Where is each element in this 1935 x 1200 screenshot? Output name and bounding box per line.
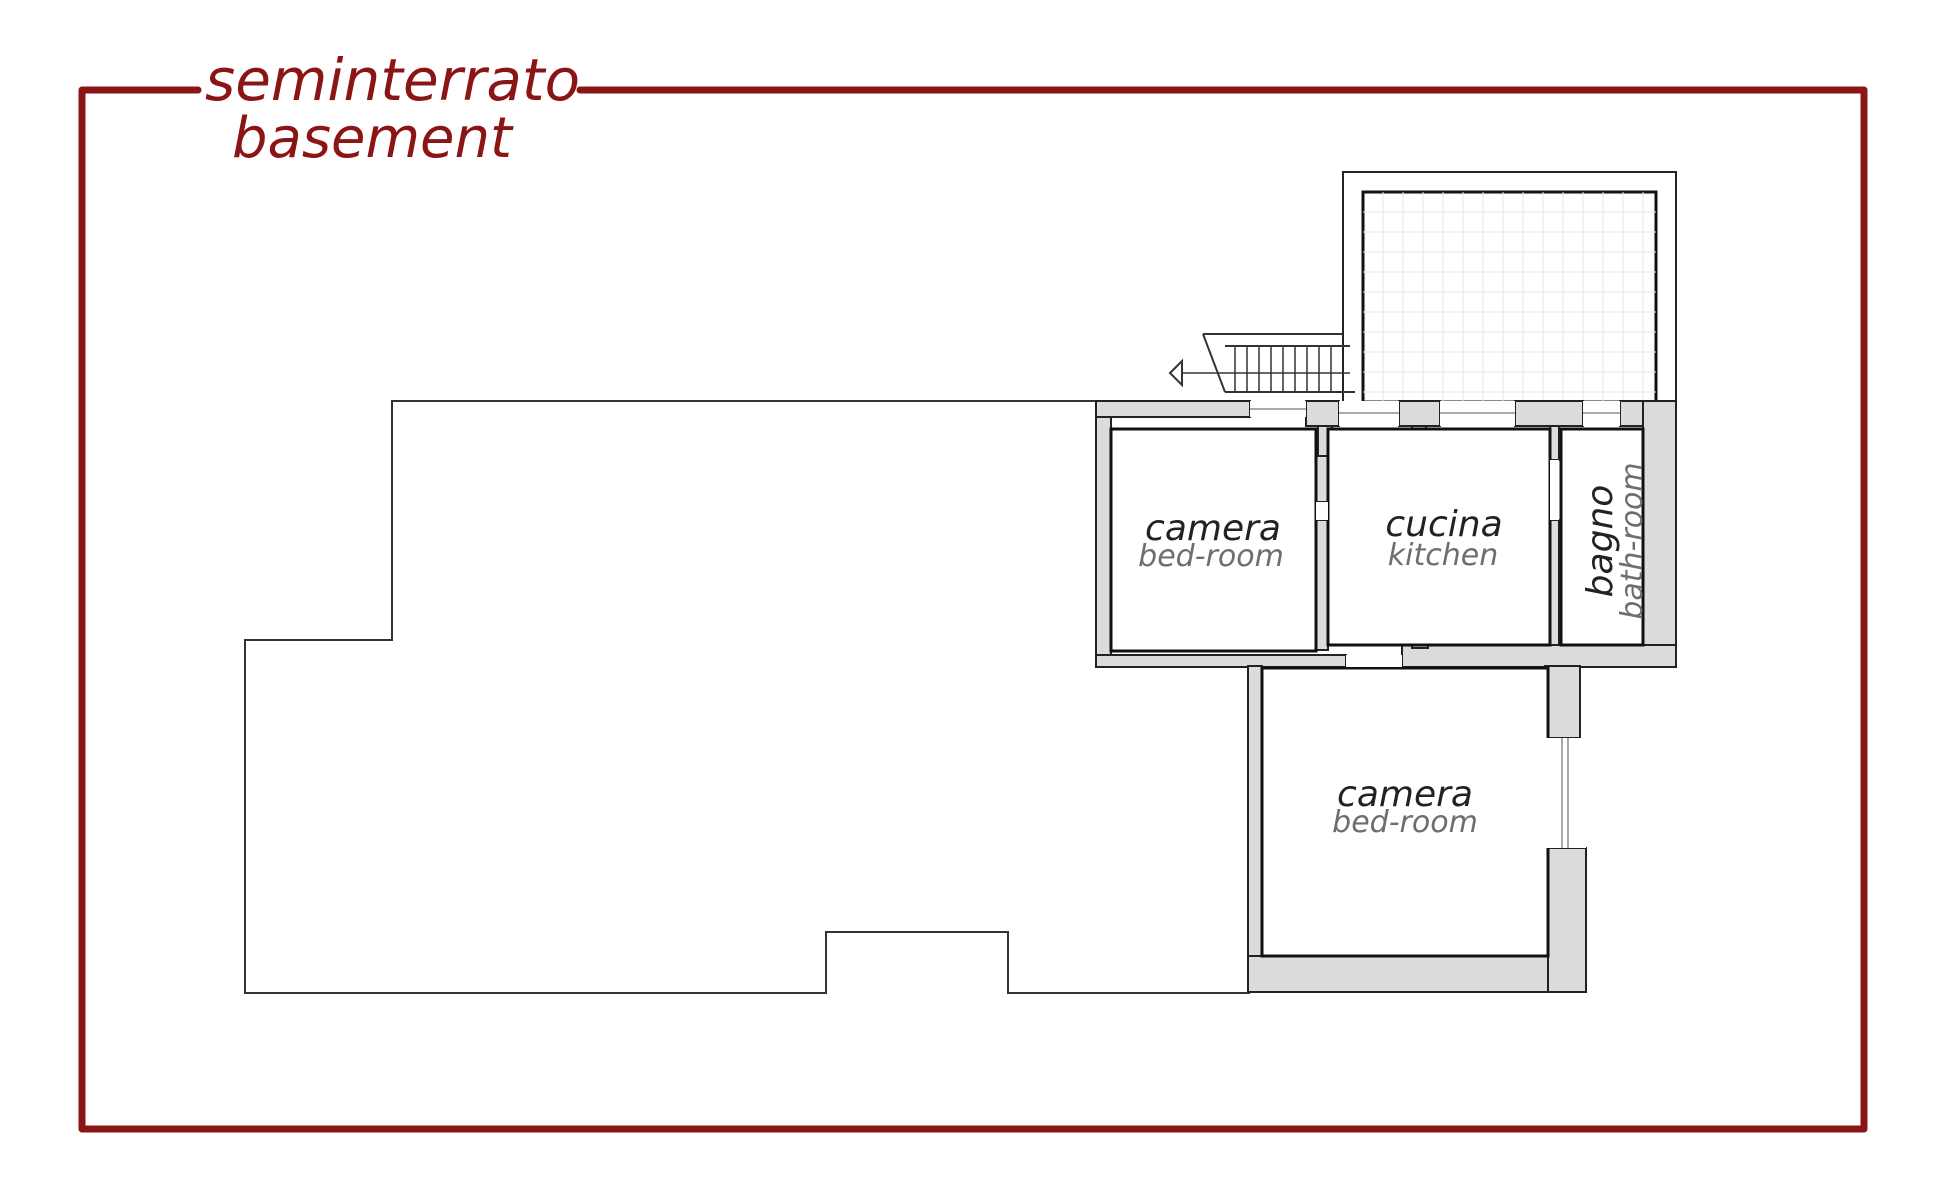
floor-title-english: basement (232, 106, 514, 171)
room-label-english: bed-room (1332, 805, 1478, 840)
walls (1095, 400, 1677, 993)
stairs (1180, 333, 1355, 393)
room-kitchen (1326, 427, 1552, 647)
window-lines (1250, 408, 1620, 848)
room-interiors (1109, 427, 1645, 958)
room-label-italian: camera (1337, 774, 1473, 815)
floor-title-italian: seminterrato (205, 46, 580, 114)
room-label-italian: camera (1145, 508, 1281, 549)
room-bedroom-2 (1260, 666, 1550, 958)
room-label-english: kitchen (1388, 538, 1498, 573)
arrow-left-icon (1168, 358, 1183, 388)
room-bedroom-1 (1109, 427, 1318, 653)
building-outline (244, 400, 1250, 994)
room-label-italian: bagno (1580, 485, 1621, 598)
room-label-english: bed-room (1138, 539, 1284, 574)
room-bathroom (1559, 427, 1645, 647)
page-frame (78, 86, 1868, 1133)
room-label-italian: cucina (1385, 504, 1502, 545)
terrace (1342, 171, 1677, 404)
room-label-english: bath-room (1615, 462, 1650, 619)
openings (1250, 401, 1620, 848)
